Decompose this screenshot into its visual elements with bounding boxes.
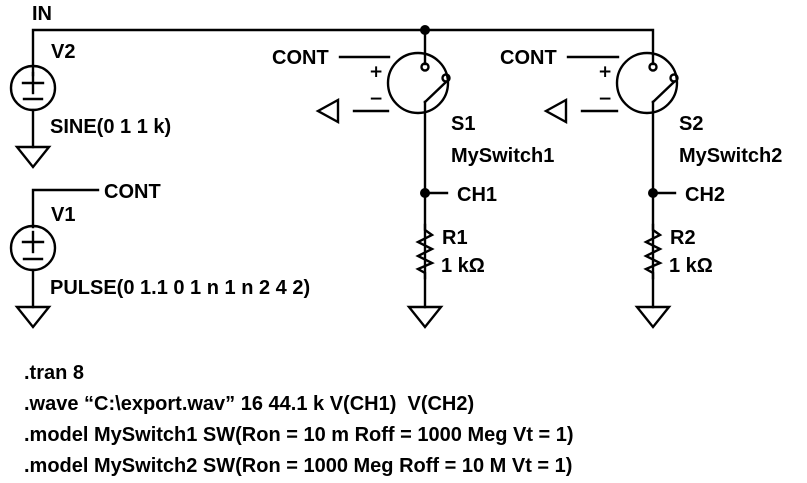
net-label-ch2: CH2 <box>685 184 725 206</box>
r1-value: 1 kΩ <box>441 255 485 277</box>
r2-value: 1 kΩ <box>669 255 713 277</box>
s2-model: MySwitch2 <box>679 145 782 167</box>
s1-plus-sign: + <box>369 62 383 82</box>
ground-icon <box>406 305 444 329</box>
s2-plus-sign: + <box>598 62 612 82</box>
r1-name: R1 <box>442 227 468 249</box>
v2-value: SINE(0 1 1 k) <box>50 116 171 138</box>
switch-s2 <box>543 51 679 309</box>
resistor-r2 <box>643 223 663 280</box>
s2-name: S2 <box>679 113 703 135</box>
spice-directives: .tran 8 .wave “C:\export.wav” 16 44.1 k … <box>24 358 574 482</box>
ground-icon <box>14 145 52 169</box>
net-label-cont-s2: CONT <box>500 47 557 69</box>
in-wire <box>31 25 655 77</box>
directive-tran: .tran 8 <box>24 362 85 384</box>
switch-s1 <box>315 51 451 309</box>
net-label-ch1: CH1 <box>457 184 497 206</box>
junction-dot <box>420 25 430 35</box>
voltage-source-v2 <box>9 64 57 149</box>
directive-model-myswitch1: .model MySwitch1 SW(Ron = 10 m Roff = 10… <box>24 424 574 446</box>
s1-model: MySwitch1 <box>451 145 554 167</box>
v2-name: V2 <box>51 41 75 63</box>
net-label-in: IN <box>32 3 52 25</box>
ground-icon <box>14 305 52 329</box>
net-label-cont-v1: CONT <box>104 181 161 203</box>
directive-model-myswitch2: .model MySwitch2 SW(Ron = 1000 Meg Roff … <box>24 455 573 477</box>
control-ground-arrow-icon <box>315 97 340 125</box>
v1-value: PULSE(0 1.1 0 1 n 1 n 2 4 2) <box>50 277 310 299</box>
directive-wave: .wave “C:\export.wav” 16 44.1 k V(CH1) V… <box>24 393 475 415</box>
s2-minus-sign: − <box>598 89 612 109</box>
resistor-r1 <box>415 223 435 280</box>
s1-minus-sign: − <box>369 89 383 109</box>
r2-name: R2 <box>670 227 696 249</box>
s1-name: S1 <box>451 113 475 135</box>
control-ground-arrow-icon <box>543 97 568 125</box>
net-label-cont-s1: CONT <box>272 47 329 69</box>
ground-icon <box>634 305 672 329</box>
v1-name: V1 <box>51 204 75 226</box>
voltage-source-v1 <box>9 188 100 309</box>
